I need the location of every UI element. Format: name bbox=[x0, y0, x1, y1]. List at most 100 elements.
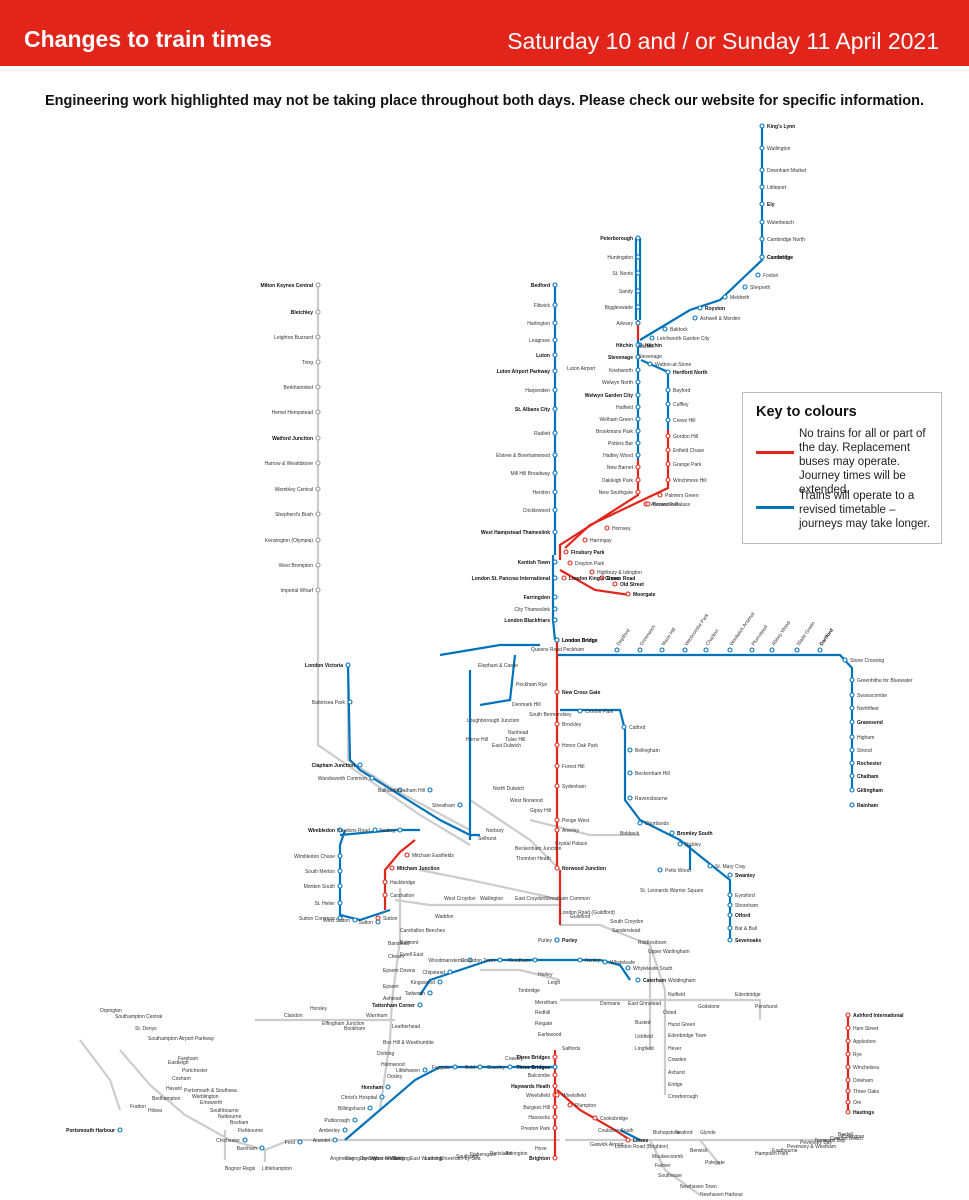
station-label-wimbledon: Wimbledon bbox=[308, 828, 335, 834]
station-label-peterborough: Peterborough bbox=[600, 236, 633, 242]
station-label-bexhill: Bexhill bbox=[838, 1132, 853, 1138]
station-label-crowborough: Crowborough bbox=[668, 1094, 698, 1100]
station-rainham-dot bbox=[850, 803, 854, 807]
station-label-hertford-north: Hertford North bbox=[673, 370, 707, 376]
station-label-arundel: Arundel bbox=[313, 1138, 330, 1144]
station-label-beckenham-hill: Beckenham Hill bbox=[635, 771, 670, 777]
station-label-abbey-wood: Abbey Wood bbox=[771, 620, 792, 647]
station-label-fishbourne: Fishbourne bbox=[238, 1128, 263, 1134]
station-label-mitcham-junction: Mitcham Junction bbox=[397, 866, 440, 872]
station-label-east-grinstead: East Grinstead bbox=[628, 1001, 661, 1007]
station-label-haywards-heath: Haywards Heath bbox=[511, 1084, 550, 1090]
station-label-london-bridge: London Bridge bbox=[562, 638, 598, 644]
station-label-thornton-heath: Thornton Heath bbox=[516, 856, 551, 862]
station-maze-hill-dot bbox=[660, 648, 664, 652]
station-label-hornsey: Hornsey bbox=[612, 526, 631, 532]
station-label-herne-hill: Herne Hill bbox=[466, 737, 488, 743]
station-label-hurst-green: Hurst Green bbox=[668, 1022, 695, 1028]
station-label-leagrave: Leagrave bbox=[529, 338, 550, 344]
station-label-cambridge-north: Cambridge North bbox=[767, 237, 805, 243]
station-shepreth-dot bbox=[743, 285, 747, 289]
station-label-doleham: Doleham bbox=[853, 1078, 873, 1084]
station-label-ely: Ely bbox=[767, 202, 775, 208]
station-label-tooting: Tooting bbox=[379, 828, 395, 834]
station-ashford-international-dot bbox=[846, 1013, 850, 1017]
station-label-cambridge: Cambridge bbox=[767, 255, 792, 261]
station-label-welwyn-north: Welwyn North bbox=[602, 380, 633, 386]
station-label-kensington-olympia: Kensington (Olympia) bbox=[265, 538, 313, 544]
station-palmers-green-dot bbox=[658, 493, 662, 497]
station-label-ashwell-morden: Ashwell & Morden bbox=[700, 316, 741, 322]
station-royston-dot bbox=[698, 306, 702, 310]
station-label-watford-junction: Watford Junction bbox=[272, 436, 313, 442]
station-bat-ball-dot bbox=[728, 926, 732, 930]
station-kentish-town-dot bbox=[553, 560, 557, 564]
station-st-albans-city-dot bbox=[553, 407, 557, 411]
station-label-shepherd-s-bush: Shepherd's Bush bbox=[275, 512, 313, 518]
station-label-glynde: Glynde bbox=[700, 1130, 716, 1136]
station-label-old-street: Old Street bbox=[620, 582, 644, 588]
station-label-norbury: Norbury bbox=[486, 828, 504, 834]
station-greenhithe-for-bluewater-dot bbox=[850, 678, 854, 682]
station-gordon-hill-dot bbox=[666, 434, 670, 438]
station-label-reedham: Reedham bbox=[508, 958, 530, 964]
station-label-meldreth: Meldreth bbox=[730, 295, 750, 301]
station-label-caterham: Caterham bbox=[643, 978, 667, 984]
station-label-newhaven-harbour: Newhaven Harbour bbox=[700, 1192, 743, 1198]
station-label-holmwood: Holmwood bbox=[381, 1062, 405, 1068]
station-bayford-dot bbox=[666, 388, 670, 392]
station-bletchley-dot bbox=[316, 310, 320, 314]
station-label-moorgate: Moorgate bbox=[633, 592, 656, 598]
station-label-lingfield: Lingfield bbox=[635, 1046, 654, 1052]
station-label-london-st-pancras-international: London St. Pancras International bbox=[472, 576, 551, 582]
station-label-hever: Hever bbox=[668, 1046, 682, 1052]
station-label-beckenham-junction: Beckenham Junction bbox=[515, 846, 562, 852]
station-crawley-dot bbox=[508, 1065, 512, 1069]
station-label-waddon: Waddon bbox=[435, 914, 454, 920]
station-deptford-dot bbox=[615, 648, 619, 652]
station-label-guildford: Guildford bbox=[570, 914, 591, 920]
station-otford-dot bbox=[728, 913, 732, 917]
station-label-stone-crossing: Stone Crossing bbox=[850, 658, 884, 664]
station-label-grange-park: Grange Park bbox=[673, 462, 702, 468]
key-red-swatch bbox=[756, 451, 794, 454]
station-label-dorking: Dorking bbox=[377, 1051, 394, 1057]
station-label-bognor-regis: Bognor Regis bbox=[225, 1166, 256, 1172]
station-watford-junction-dot bbox=[316, 436, 320, 440]
station-label-bickley: Bickley bbox=[685, 842, 701, 848]
station-label-crawley: Crawley bbox=[505, 1056, 524, 1062]
station-label-south-bermondsey: South Bermondsey bbox=[529, 712, 572, 718]
station-label-dormans: Dormans bbox=[600, 1001, 621, 1007]
station-label-hadley-wood: Hadley Wood bbox=[603, 453, 633, 459]
station-label-balham: Balham bbox=[378, 788, 395, 794]
station-eynsford-dot bbox=[728, 893, 732, 897]
station-label-carshalton-beeches: Carshalton Beeches bbox=[400, 928, 446, 934]
station-label-potters-bar: Potters Bar bbox=[608, 441, 633, 447]
station-label-sutton: Sutton bbox=[383, 916, 398, 922]
station-label-forest-hill: Forest Hill bbox=[562, 764, 585, 770]
station-label-crews-hill: Crews Hill bbox=[673, 418, 696, 424]
station-label-seaford: Seaford bbox=[675, 1130, 693, 1136]
station-streatham-dot bbox=[458, 803, 462, 807]
station-bromley-south-dot bbox=[670, 831, 674, 835]
station-label-hove: Hove bbox=[535, 1146, 547, 1152]
station-label-moulsecoomb: Moulsecoomb bbox=[652, 1154, 683, 1160]
station-london-victoria-dot bbox=[346, 663, 350, 667]
station-penge-west-dot bbox=[555, 818, 559, 822]
station-label-mill-hill-broadway: Mill Hill Broadway bbox=[511, 471, 551, 477]
station-plumpton-dot bbox=[568, 1103, 572, 1107]
station-label-streatham: Streatham bbox=[432, 803, 455, 809]
station-label-gillingham: Gillingham bbox=[857, 788, 883, 794]
station-label-bayford: Bayford bbox=[673, 388, 690, 394]
station-king-s-lynn-dot bbox=[760, 124, 764, 128]
station-welwyn-north-dot bbox=[636, 380, 640, 384]
station-label-new-cross-gate: New Cross Gate bbox=[562, 690, 601, 696]
station-lewes-dot bbox=[626, 1138, 630, 1142]
station-new-cross-gate-dot bbox=[555, 690, 559, 694]
station-label-kentish-town: Kentish Town bbox=[518, 560, 550, 566]
station-label-newhaven-town: Newhaven Town bbox=[680, 1184, 717, 1190]
station-st-neots-dot bbox=[636, 271, 640, 275]
station-label-wivelsfield: Wivelsfield bbox=[526, 1093, 550, 1099]
station-label-greenwich: Greenwich bbox=[639, 624, 658, 647]
station-label-southampton-central: Southampton Central bbox=[115, 1014, 162, 1020]
